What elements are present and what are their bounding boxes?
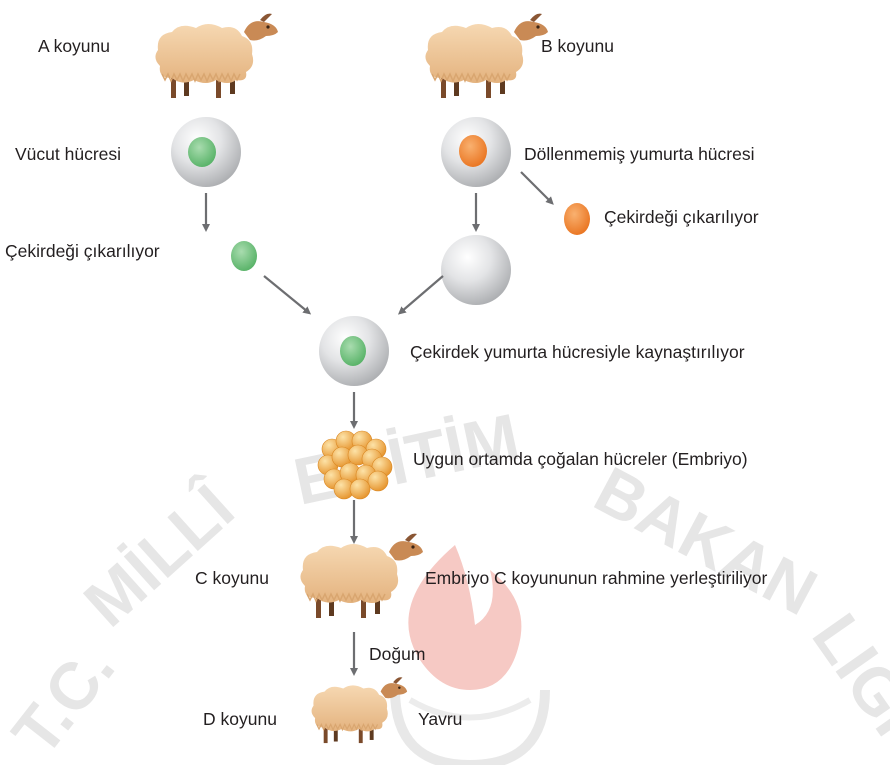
- arrow-nucleus-to-fusion: [263, 275, 312, 315]
- enucleated-egg-cell: [441, 235, 511, 305]
- svg-text:MİLLÎ: MİLLÎ: [70, 468, 250, 641]
- sheep-c-label: C koyunu: [195, 568, 269, 588]
- fused-cell: [319, 316, 389, 386]
- svg-text:BAKAN: BAKAN: [583, 452, 828, 629]
- egg-cell-label: Döllenmemiş yumurta hücresi: [524, 144, 755, 164]
- sheep-b-illustration: [424, 12, 549, 99]
- svg-text:LIĞI: LIĞI: [799, 601, 890, 749]
- nucleus-removed-b-label: Çekirdeği çıkarılıyor: [604, 207, 759, 227]
- watermark-emblem: [390, 545, 550, 765]
- sheep-a-illustration: [154, 12, 279, 99]
- embryo-cell: [367, 470, 389, 492]
- sheep-b-label: B koyunu: [541, 36, 614, 56]
- body-cell-label: Vücut hücresi: [15, 144, 122, 164]
- nucleus-removed-a-label: Çekirdeği çıkarılıyor: [5, 241, 160, 261]
- fusion-label: Çekirdek yumurta hücresiyle kaynaştırılı…: [410, 342, 745, 362]
- body-cell: [171, 117, 241, 187]
- body-cell-nucleus: [188, 137, 216, 167]
- offspring-label: Yavru: [418, 709, 463, 729]
- fused-cell-nucleus: [340, 336, 366, 366]
- egg-cell-nucleus: [459, 135, 487, 167]
- embryo-cluster: [317, 430, 393, 500]
- svg-text:T.C.: T.C.: [0, 631, 128, 765]
- sheep-d-label: D koyunu: [203, 709, 277, 729]
- embryo-cell: [349, 478, 371, 500]
- sheep-a-label: A koyunu: [38, 36, 110, 56]
- arrow-egg-to-fusion: [397, 275, 444, 315]
- egg-cell: [441, 117, 511, 187]
- arrow-egg-nucleus-out: [520, 171, 554, 205]
- removed-orange-nucleus: [564, 203, 590, 235]
- removed-green-nucleus: [231, 241, 257, 271]
- implant-label: Embriyo C koyununun rahmine yerleştirili…: [425, 568, 768, 588]
- embryo-label: Uygun ortamda çoğalan hücreler (Embriyo): [413, 449, 748, 469]
- birth-label: Doğum: [369, 644, 426, 664]
- sheep-c-illustration: [299, 532, 424, 619]
